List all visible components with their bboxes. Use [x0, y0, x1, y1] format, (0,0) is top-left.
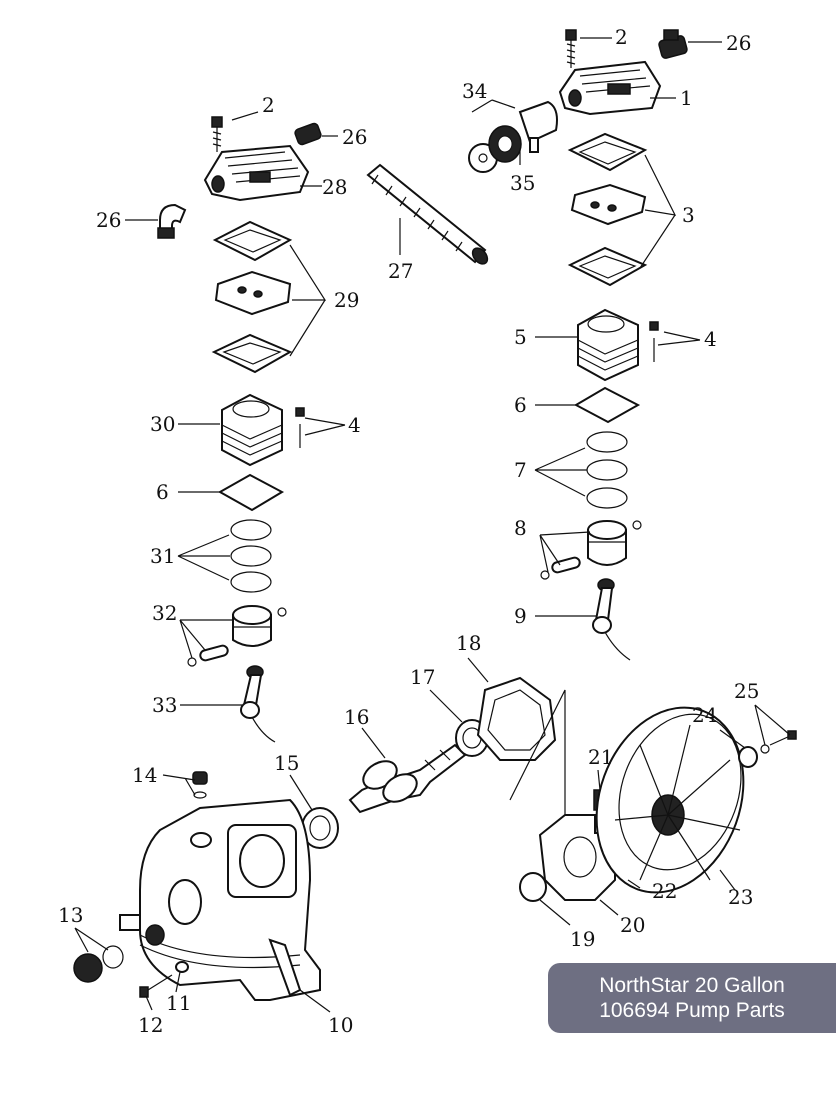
callout-4: 4	[348, 413, 361, 437]
part-elbow-right	[658, 29, 688, 59]
part-gasket-left	[217, 473, 285, 512]
part-seal-19	[519, 872, 547, 902]
part-end-cover-20	[538, 814, 616, 901]
callout-labels: 2 26 1 34 35 3 4 5 6 7 8 9 2 26 28 26 29…	[58, 25, 759, 1037]
part-bolt-25	[760, 730, 797, 754]
callout-34: 34	[462, 79, 487, 103]
callout-15: 15	[274, 751, 299, 775]
callout-17: 17	[410, 665, 435, 689]
part-cylinder-left	[221, 393, 305, 467]
callout-21: 21	[588, 745, 613, 769]
callout-3: 3	[682, 203, 695, 227]
part-plug-13	[73, 945, 124, 983]
callout-25: 25	[734, 679, 759, 703]
part-piston-right	[540, 520, 642, 580]
callout-9: 9	[514, 604, 527, 628]
callout-18: 18	[456, 631, 481, 655]
part-bolt-left	[211, 116, 223, 152]
part-gasket-right	[573, 386, 641, 424]
callout-16: 16	[344, 705, 369, 729]
callout-13: 13	[58, 903, 83, 927]
callout-19: 19	[570, 927, 595, 951]
part-valve-plate-right	[567, 132, 648, 287]
part-gasket-18	[476, 676, 557, 761]
callout-8: 8	[514, 516, 527, 540]
callout-1: 1	[680, 86, 693, 110]
callout-23: 23	[728, 885, 753, 909]
part-breather-14	[192, 771, 208, 799]
badge-line-1: NorthStar 20 Gallon	[599, 974, 785, 997]
left-cylinder-assembly	[157, 116, 322, 743]
part-crankshaft	[348, 743, 467, 814]
callout-14: 14	[132, 763, 157, 787]
callout-2: 2	[262, 93, 275, 117]
callout-28: 28	[322, 175, 347, 199]
part-head-left	[203, 144, 310, 202]
callout-31: 31	[150, 544, 175, 568]
callout-32: 32	[152, 601, 177, 625]
callout-35: 35	[510, 171, 535, 195]
part-valve-plate-left	[211, 220, 293, 374]
part-flywheel-23	[595, 706, 745, 894]
callout-30: 30	[150, 412, 175, 436]
part-cylinder-right	[577, 308, 659, 382]
callout-7: 7	[514, 458, 527, 482]
badge-line-2: 106694 Pump Parts	[599, 999, 785, 1022]
part-rod-right	[592, 578, 631, 661]
part-sight-12	[139, 974, 173, 998]
callout-4: 4	[704, 327, 717, 351]
callout-24: 24	[692, 703, 717, 727]
part-rings-left	[230, 519, 272, 593]
callout-26: 26	[342, 125, 367, 149]
callout-5: 5	[514, 325, 527, 349]
right-cylinder-assembly	[468, 29, 688, 661]
callout-6: 6	[156, 480, 169, 504]
part-rings-right	[586, 431, 628, 509]
leader-lines	[74, 37, 791, 1013]
callout-20: 20	[620, 913, 645, 937]
callout-12: 12	[138, 1013, 163, 1037]
part-head-right	[558, 60, 662, 116]
part-air-filter	[468, 100, 558, 173]
product-title-badge: NorthStar 20 Gallon 106694 Pump Parts	[548, 963, 836, 1033]
part-elbow-left-side	[157, 203, 187, 239]
part-crankcase	[119, 798, 321, 1001]
callout-6: 6	[514, 393, 527, 417]
part-bolt-right	[565, 29, 577, 68]
part-outlet-tube	[366, 163, 489, 265]
callout-26: 26	[726, 31, 751, 55]
callout-22: 22	[652, 879, 677, 903]
callout-10: 10	[328, 1013, 353, 1037]
callout-11: 11	[166, 991, 191, 1015]
part-elbow-left-top	[294, 122, 322, 146]
callout-27: 27	[388, 259, 413, 283]
callout-26: 26	[96, 208, 121, 232]
callout-2: 2	[615, 25, 628, 49]
part-rod-left	[240, 665, 276, 743]
callout-29: 29	[334, 288, 359, 312]
callout-33: 33	[152, 693, 177, 717]
part-washer-24	[738, 746, 758, 768]
part-piston-left	[187, 605, 287, 667]
